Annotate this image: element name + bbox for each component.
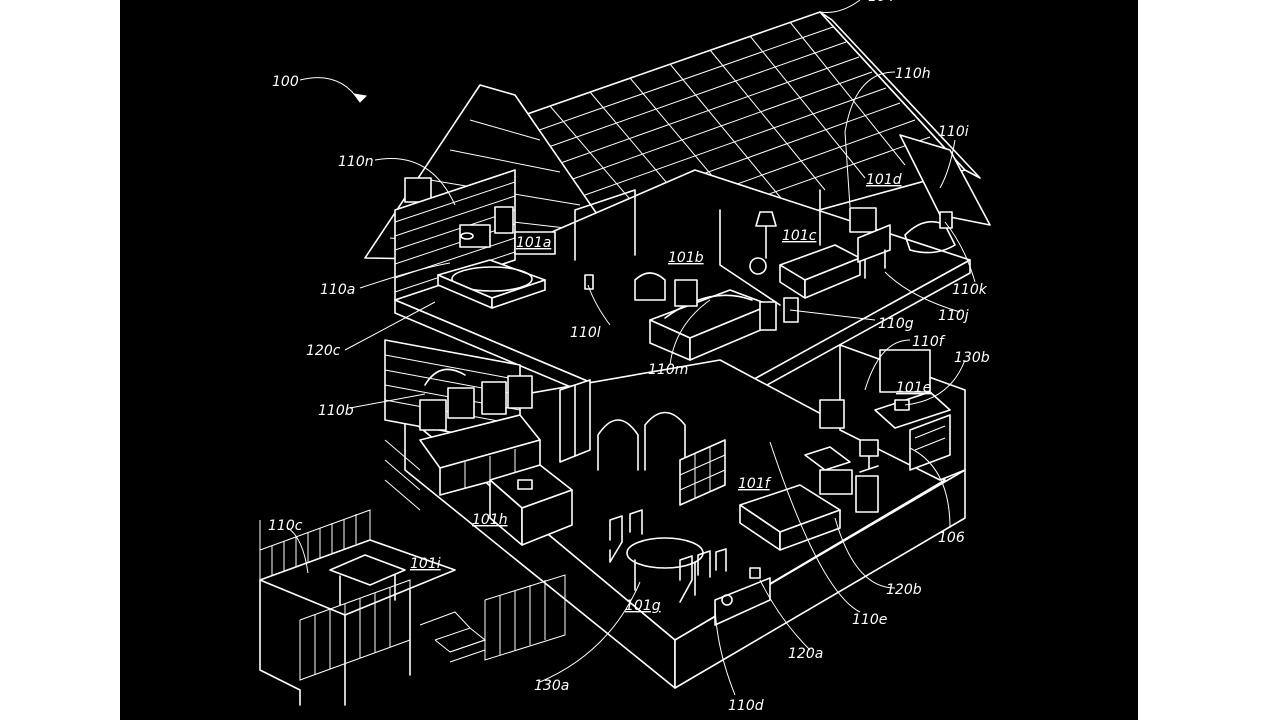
armchair-101d bbox=[904, 211, 956, 254]
label-101e: 101e bbox=[896, 380, 931, 396]
leader-110l bbox=[587, 284, 611, 326]
label-101h: 101h bbox=[472, 512, 508, 528]
leader-100 bbox=[299, 77, 361, 103]
leader-110d bbox=[714, 599, 736, 696]
label-110j: 110j bbox=[938, 308, 969, 324]
sofa-101f bbox=[739, 484, 841, 551]
deck-stairs bbox=[419, 611, 487, 663]
leader-110e bbox=[769, 441, 861, 613]
label-104: 104 bbox=[868, 0, 895, 5]
lower-floor-right bbox=[674, 469, 966, 689]
leader-120c bbox=[344, 301, 436, 351]
deck-railing bbox=[259, 509, 566, 681]
leader-120a bbox=[759, 579, 811, 651]
label-110k: 110k bbox=[952, 282, 988, 298]
label-130a: 130a bbox=[534, 678, 569, 694]
label-110a: 110a bbox=[320, 282, 355, 298]
label-110e: 110e bbox=[852, 612, 887, 628]
label-101c: 101c bbox=[782, 228, 817, 244]
label-110m: 110m bbox=[648, 362, 688, 378]
office-chair bbox=[859, 439, 879, 473]
bathroom-vanity bbox=[459, 206, 556, 255]
leader-110c bbox=[287, 527, 309, 574]
label-120c: 120c bbox=[306, 343, 341, 359]
archway-1 bbox=[597, 419, 639, 471]
label-106: 106 bbox=[938, 530, 965, 546]
leader-110n bbox=[374, 158, 456, 206]
leader-110j bbox=[884, 271, 961, 313]
label-120a: 120a bbox=[788, 646, 823, 662]
lamp-101c bbox=[749, 211, 777, 275]
chair-101b bbox=[634, 272, 698, 307]
label-100: 100 bbox=[272, 74, 299, 90]
bathtub bbox=[437, 259, 546, 309]
roof-ridge-right bbox=[819, 11, 981, 179]
kitchen-cabinets bbox=[419, 375, 541, 496]
reference-labels: 100 104 110h 110i 110n 101d 101a 101b 10… bbox=[268, 0, 990, 714]
label-110l: 110l bbox=[570, 325, 601, 341]
label-110d: 110d bbox=[728, 698, 764, 714]
label-101a: 101a bbox=[516, 235, 551, 251]
label-110i: 110i bbox=[938, 124, 969, 140]
label-110c: 110c bbox=[268, 518, 303, 534]
media-console-120a bbox=[714, 567, 771, 626]
tv-console bbox=[819, 469, 879, 513]
leader-110k bbox=[944, 221, 976, 283]
leader-130a bbox=[539, 581, 641, 683]
label-110g: 110g bbox=[878, 316, 914, 332]
label-110n: 110n bbox=[338, 154, 374, 170]
bed-101c bbox=[779, 244, 861, 299]
label-101b: 101b bbox=[668, 250, 704, 266]
label-101d: 101d bbox=[866, 172, 902, 188]
label-101i: 101i bbox=[410, 556, 441, 572]
deck bbox=[259, 509, 566, 706]
leader-110a bbox=[359, 262, 451, 289]
leader-110g bbox=[789, 309, 876, 321]
coffee-table bbox=[804, 446, 851, 471]
label-130b: 130b bbox=[954, 350, 990, 366]
upper-partition-2 bbox=[719, 209, 781, 306]
leader-110b bbox=[349, 393, 426, 409]
roof-vent bbox=[404, 177, 432, 203]
leader-110i bbox=[939, 139, 956, 189]
leader-110f bbox=[864, 339, 911, 391]
lower-floor bbox=[259, 339, 966, 706]
desk-101d bbox=[849, 207, 891, 279]
label-120b: 120b bbox=[886, 582, 922, 598]
label-101f: 101f bbox=[738, 476, 772, 492]
cabinet-101e bbox=[819, 399, 845, 429]
office-desk bbox=[874, 349, 951, 471]
archway-2 bbox=[644, 411, 686, 471]
label-110b: 110b bbox=[318, 403, 354, 419]
kitchen-island bbox=[489, 464, 573, 546]
drawing-panel: 100 104 110h 110i 110n 101d 101a 101b 10… bbox=[120, 0, 1138, 720]
leader-lines bbox=[287, 0, 976, 696]
leader-106 bbox=[909, 447, 951, 529]
refrigerator bbox=[559, 379, 591, 463]
leader-120b bbox=[834, 517, 896, 589]
label-101g: 101g bbox=[625, 598, 661, 614]
bookshelf bbox=[679, 439, 726, 506]
label-110h: 110h bbox=[895, 66, 931, 82]
roof-gable-right bbox=[899, 134, 991, 226]
leader-130b bbox=[904, 359, 966, 406]
archway-3 bbox=[424, 368, 466, 386]
leader-110m bbox=[669, 299, 711, 366]
upper-partition-1 bbox=[574, 189, 636, 261]
dining-chairs bbox=[609, 509, 727, 603]
nightstand bbox=[759, 301, 777, 331]
label-110f: 110f bbox=[912, 334, 946, 350]
arrowhead-100 bbox=[352, 93, 368, 103]
house-diagram: 100 104 110h 110i 110n 101d 101a 101b 10… bbox=[259, 0, 991, 714]
deck-table bbox=[329, 554, 406, 586]
leader-104 bbox=[819, 0, 861, 13]
leader-110h bbox=[844, 71, 896, 208]
